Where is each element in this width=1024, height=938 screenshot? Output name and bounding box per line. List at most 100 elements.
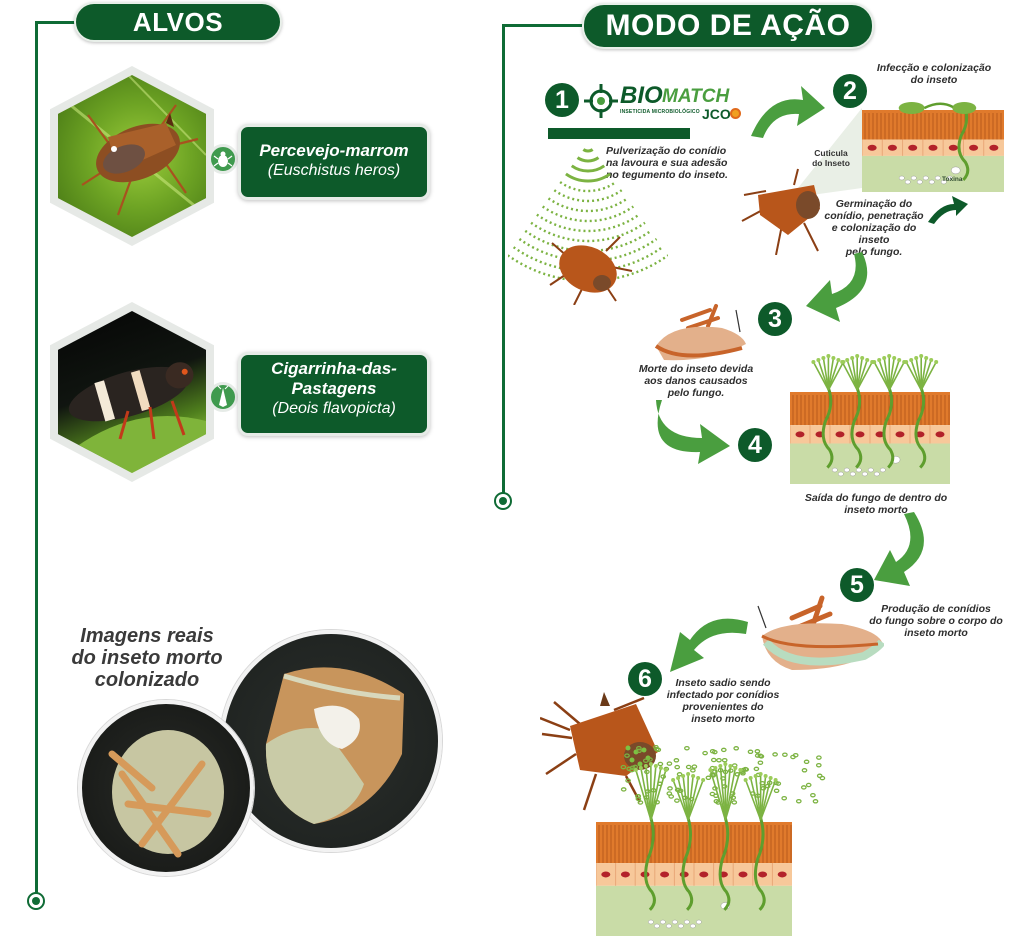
- conidiophore-branch: [856, 357, 863, 391]
- conidium: [836, 358, 841, 362]
- conidiophore-branch: [672, 779, 689, 821]
- target-common-name: Percevejo-marrom: [259, 141, 409, 160]
- blastospore: [696, 919, 702, 925]
- conidium: [633, 768, 638, 772]
- cell-nucleus: [835, 431, 845, 438]
- conidium: [872, 360, 877, 364]
- conidia-cloud: [620, 745, 826, 805]
- cell-nucleus: [928, 144, 938, 151]
- cuticle-zoom-wedge: [790, 108, 862, 198]
- step-1-description: Pulverização do conídio na lavoura e sua…: [606, 145, 746, 181]
- conidium: [636, 748, 642, 754]
- conidium: [816, 358, 821, 362]
- blastospore: [690, 923, 696, 929]
- cell-nucleus: [935, 431, 945, 438]
- cell-nucleus: [908, 144, 918, 151]
- step-3-badge: 3: [758, 302, 792, 336]
- conidiophore-branch: [759, 779, 777, 821]
- conidium: [691, 764, 698, 769]
- targets-timeline-end-marker: [27, 892, 45, 910]
- flow-arrow-4-to-5: [874, 512, 924, 586]
- step-5-line-3: inseto morto: [904, 627, 968, 639]
- fungal-hypha: [821, 387, 834, 469]
- conidiophore-branch: [812, 361, 830, 391]
- conidium: [747, 749, 754, 755]
- conidium: [657, 761, 664, 767]
- target-scientific-name: (Euschistus heros): [267, 162, 401, 179]
- step-6-line-1: Inseto sadio sendo: [675, 677, 771, 689]
- spray-arc: [559, 181, 617, 193]
- conidium: [897, 358, 902, 362]
- conidiophore-branch: [817, 359, 830, 391]
- fungal-hypha: [644, 817, 656, 911]
- conidiophore-branch: [883, 357, 890, 391]
- colonized-insect-photo-small: [78, 700, 254, 876]
- conidiophore-branch: [827, 361, 845, 391]
- leafhopper-icon: [208, 382, 238, 412]
- conidium: [643, 764, 648, 768]
- conidium: [850, 356, 855, 360]
- step-5-line-1: Produção de conídios: [881, 603, 991, 615]
- cell-nucleus: [699, 871, 709, 878]
- conidiophore-branch: [888, 357, 895, 391]
- blastospore: [950, 166, 961, 175]
- step-5-description: Produção de conídios do fungo sobre o co…: [868, 603, 1004, 639]
- conidiophore-branch: [754, 775, 762, 821]
- conidium: [676, 776, 681, 780]
- conidium: [709, 748, 716, 754]
- conidium: [803, 759, 810, 765]
- germinating-conidium: [898, 102, 925, 114]
- cell-nucleus: [867, 144, 877, 151]
- step-2-title-line-1: Infecção e colonização: [876, 62, 992, 74]
- cell-nucleus: [855, 431, 865, 438]
- step-6-description: Inseto sadio sendo infectado por conídio…: [660, 677, 786, 725]
- conidiophore-branch: [759, 775, 767, 821]
- conidium: [892, 356, 897, 360]
- cell-nucleus: [738, 871, 748, 878]
- blastospore: [654, 923, 660, 929]
- conidium: [742, 766, 749, 772]
- cell-nucleus: [777, 871, 787, 878]
- conidiophore-branch: [856, 359, 868, 391]
- conidium: [782, 752, 788, 757]
- conidium: [666, 791, 673, 796]
- fungal-hypha: [753, 817, 766, 911]
- hemocoel-layer: [862, 155, 1004, 192]
- spray-arc: [553, 189, 623, 203]
- blastospore: [873, 471, 880, 477]
- conidium: [757, 760, 764, 765]
- germ-tube: [923, 102, 954, 110]
- conidium: [795, 798, 802, 804]
- conidium: [772, 752, 778, 757]
- cell-nucleus: [758, 871, 768, 878]
- conidium: [685, 764, 692, 770]
- conidium: [681, 774, 686, 778]
- conidiophore-branch: [910, 359, 922, 391]
- conidium: [773, 788, 780, 794]
- conidium: [690, 768, 696, 773]
- step-2-description: Germinação do conídio, penetração e colo…: [816, 198, 932, 258]
- conidiophore-branch: [650, 767, 662, 821]
- step-2-line-3: e colonização do inseto: [831, 222, 917, 246]
- conidium: [934, 360, 939, 364]
- conidium: [696, 776, 701, 780]
- step-1-badge: 1: [545, 83, 579, 117]
- blastospore: [672, 919, 678, 925]
- colonized-insect-large-illustration: [265, 667, 404, 824]
- brand-tagline: INSETICIDA MICROBIOLÓGICO: [620, 109, 700, 115]
- cell-nucleus: [989, 144, 999, 151]
- conidiophore-branch: [724, 767, 737, 821]
- step-3-description: Morte do inseto devida aos danos causado…: [636, 363, 756, 399]
- fungal-hypha: [718, 817, 731, 911]
- blastospore: [898, 175, 905, 181]
- conidium: [723, 762, 728, 766]
- conidium: [733, 746, 740, 751]
- cell-nucleus: [795, 431, 805, 438]
- conidiophore-branch: [724, 765, 732, 821]
- blastospore: [678, 923, 684, 929]
- cell-nucleus: [875, 431, 885, 438]
- conidiophore-branch: [709, 769, 727, 821]
- conidium: [708, 768, 713, 772]
- conidium: [914, 356, 919, 360]
- targets-section-title: ALVOS: [74, 2, 282, 42]
